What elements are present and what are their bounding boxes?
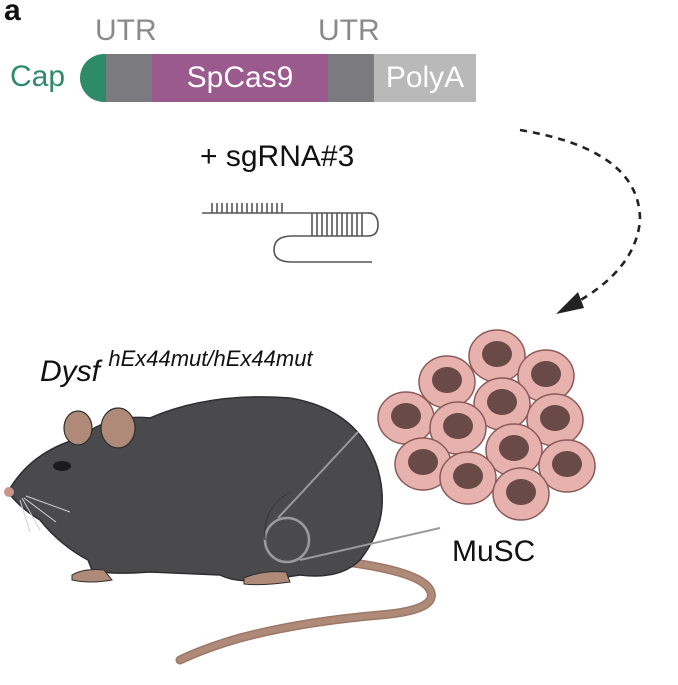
mouse-nose [4,487,14,497]
musc-cell [439,451,497,505]
musc-cell [377,391,435,445]
connector-lines [277,431,441,561]
panel-label: a [4,0,21,27]
musc-cell [394,437,452,491]
musc-cell [517,349,575,403]
utr-5-segment [106,54,152,102]
genotype-label: Dysf hEx44mut/hEx44mut [40,346,313,389]
musc-label: MuSC [452,535,536,568]
sgrna-label: + sgRNA#3 [200,140,355,173]
sgrna-icon [202,203,379,263]
musc-cell [468,329,526,383]
mouse-ear-back [63,410,93,446]
musc-cell [492,467,550,521]
genotype-gene: Dysf [40,355,100,388]
musc-cell-cluster [377,329,596,521]
dashed-arrow [519,128,642,314]
musc-cell [429,401,487,455]
musc-cell [538,439,596,493]
mouse-eye [53,461,71,471]
mouse-ear-front [100,407,136,449]
musc-cell [473,377,531,431]
utr-3-segment [328,54,374,102]
musc-cell [485,423,543,477]
genotype-allele: hEx44mut/hEx44mut [108,346,313,371]
cap-label: Cap [10,60,66,93]
utr-3-label: UTR [318,14,380,47]
mouse-whiskers [19,495,71,533]
polya-segment: PolyA [374,54,476,102]
mouse-illustration [4,396,436,665]
musc-cell [418,355,476,409]
utr-5-label: UTR [95,14,157,47]
spcas9-segment: SpCas9 [152,54,328,102]
